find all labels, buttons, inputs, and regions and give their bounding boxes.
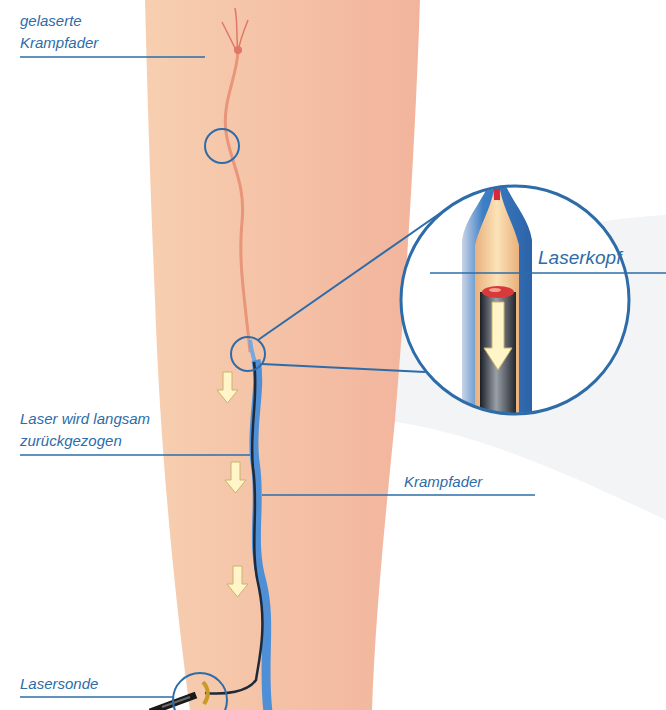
pull-back-arrows bbox=[217, 372, 248, 597]
probe-highlight bbox=[162, 697, 190, 707]
laser-fiber bbox=[205, 362, 262, 694]
leg bbox=[145, 0, 420, 710]
magnifier-border bbox=[401, 186, 629, 414]
vein-branch-knot bbox=[234, 46, 242, 54]
part-label: Laserkopf bbox=[538, 247, 621, 269]
action-label: Laser wird langsam zurückgezogen bbox=[20, 408, 170, 452]
vein-branch bbox=[222, 8, 248, 54]
lasered-vein bbox=[225, 52, 250, 352]
probe-entry bbox=[203, 682, 208, 704]
callout-circles bbox=[173, 129, 452, 710]
vein-label: Krampfader bbox=[404, 471, 482, 493]
part-label: Lasersonde bbox=[20, 673, 98, 695]
magnified-vein bbox=[462, 140, 532, 432]
vein-label: gelaserte Krampfader bbox=[20, 10, 130, 54]
label-underlines bbox=[20, 57, 666, 697]
vein-transition bbox=[250, 340, 255, 362]
